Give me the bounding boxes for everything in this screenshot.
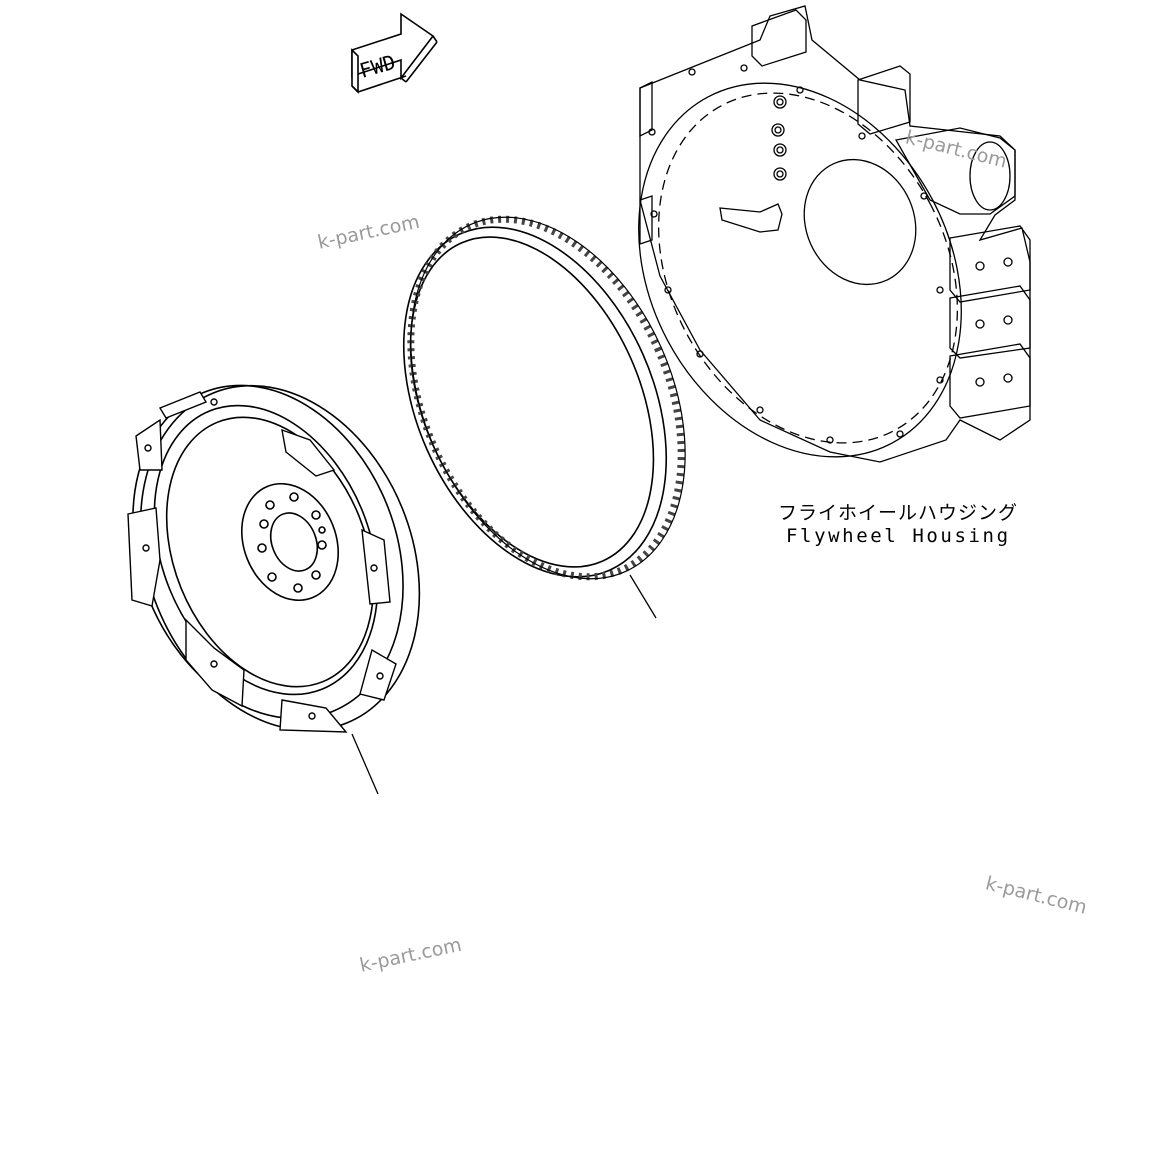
- flywheel-housing-drawing: [638, 5, 1031, 463]
- flywheel-drawing: [127, 384, 421, 795]
- ring-gear-drawing: [402, 215, 686, 619]
- fwd-arrow-icon: FWD: [351, 12, 438, 94]
- housing-label-japanese: フライホイールハウジング: [778, 502, 1019, 524]
- housing-label-english: Flywheel Housing: [786, 525, 1011, 547]
